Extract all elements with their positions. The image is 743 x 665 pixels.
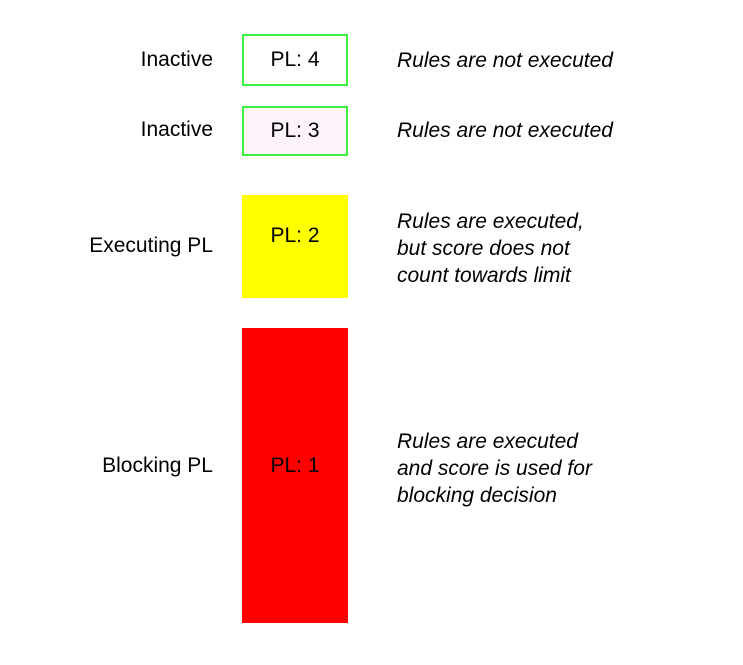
state-label-pl2: Executing PL [89, 234, 213, 257]
description-pl3: Rules are not executed [397, 119, 613, 142]
pl-box-3: PL: 3 [242, 106, 348, 156]
description-pl1: Rules are executed and score is used for… [397, 430, 592, 507]
pl-box-4: PL: 4 [242, 34, 348, 86]
pl-box-2: PL: 2 [242, 195, 348, 298]
pl-box-3-label: PL: 3 [270, 119, 320, 142]
pl-box-2-label: PL: 2 [270, 224, 320, 247]
state-label-pl4: Inactive [140, 48, 213, 71]
pl-box-1: PL: 1 [242, 328, 348, 623]
description-pl4: Rules are not executed [397, 49, 613, 72]
state-label-pl3: Inactive [140, 118, 213, 141]
state-label-pl1: Blocking PL [102, 454, 213, 477]
description-pl2: Rules are executed, but score does not c… [397, 210, 584, 287]
pl-box-1-label: PL: 1 [270, 454, 320, 477]
pl-box-4-label: PL: 4 [270, 48, 320, 71]
